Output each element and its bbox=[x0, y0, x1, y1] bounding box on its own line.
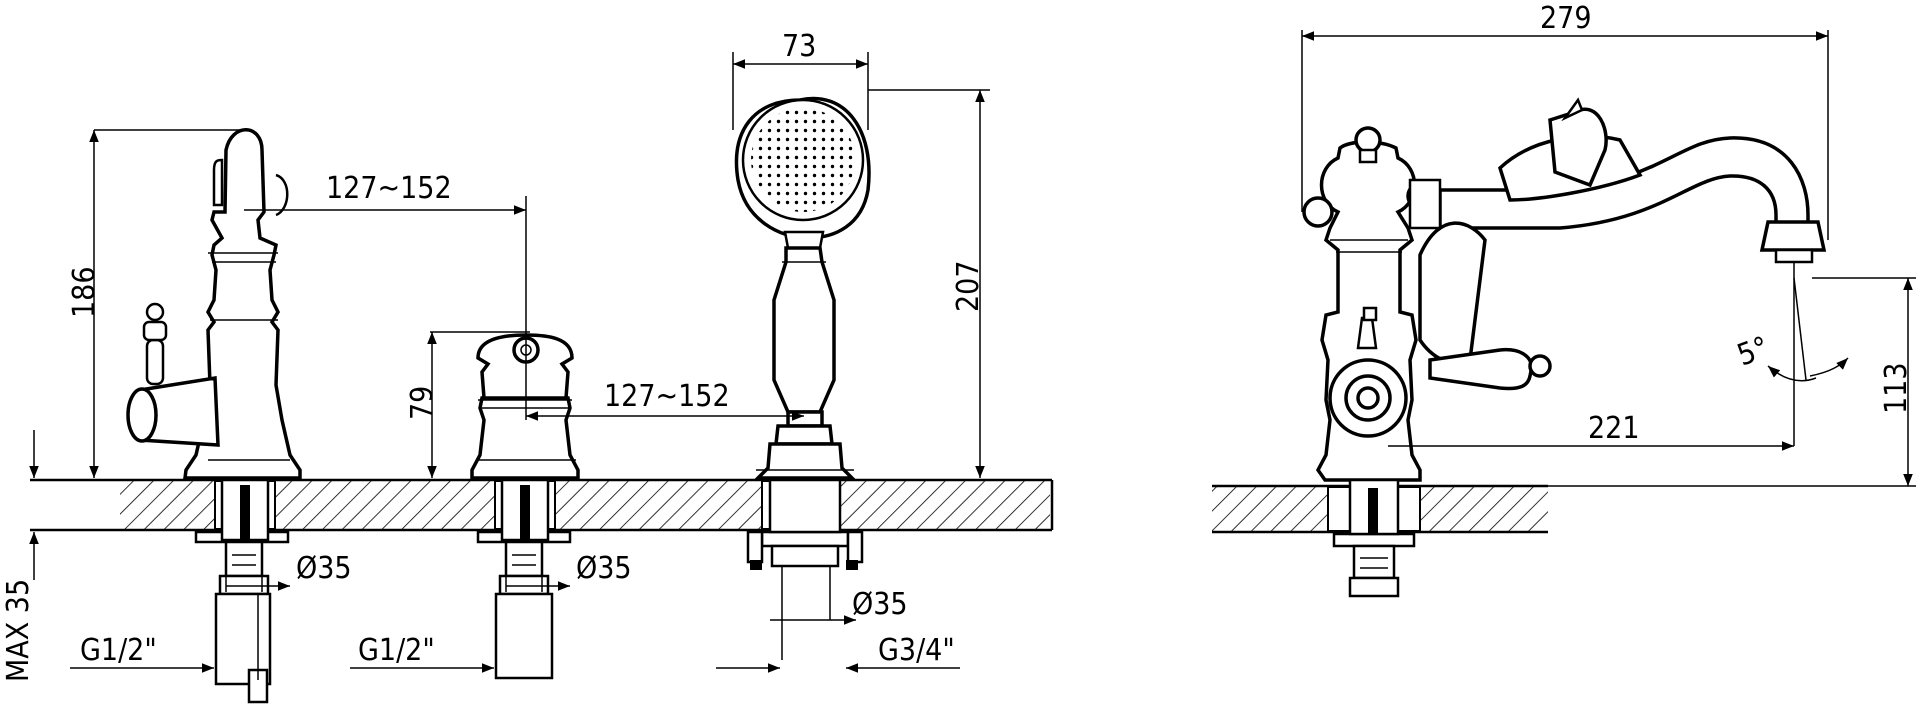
dim-dia-2: Ø35 bbox=[576, 551, 632, 586]
spout-faucet bbox=[126, 128, 302, 704]
dim-113: 113 bbox=[1879, 362, 1914, 414]
dim-max-35: MAX 35 bbox=[1, 579, 36, 682]
dim-thread-2: G1/2" bbox=[358, 633, 435, 668]
dim-thread-3: G3/4" bbox=[878, 633, 955, 668]
dim-dia-1: Ø35 bbox=[296, 551, 352, 586]
dim-dia-3: Ø35 bbox=[852, 587, 908, 622]
dim-207: 207 bbox=[951, 260, 986, 312]
dim-thread-1: G1/2" bbox=[80, 633, 157, 668]
dim-angle-5: 5° bbox=[1733, 330, 1774, 373]
dim-127-152-mid: 127~152 bbox=[604, 379, 730, 414]
dim-186: 186 bbox=[67, 266, 102, 318]
dim-73: 73 bbox=[782, 29, 816, 64]
diverter-valve bbox=[470, 333, 580, 680]
side-faucet-body bbox=[1302, 97, 1827, 598]
side-view: 279 221 113 5° bbox=[1212, 1, 1916, 598]
dim-279: 279 bbox=[1540, 1, 1592, 36]
front-view: 186 127~152 79 127~152 73 207 Ø35 Ø35 Ø3… bbox=[1, 29, 1054, 704]
dimension-lines-side bbox=[1301, 30, 1916, 487]
hand-shower bbox=[734, 96, 871, 660]
dim-127-152-top: 127~152 bbox=[326, 171, 452, 206]
dimension-lines-front bbox=[29, 52, 990, 673]
dim-221: 221 bbox=[1588, 411, 1640, 446]
dim-79: 79 bbox=[405, 386, 440, 420]
